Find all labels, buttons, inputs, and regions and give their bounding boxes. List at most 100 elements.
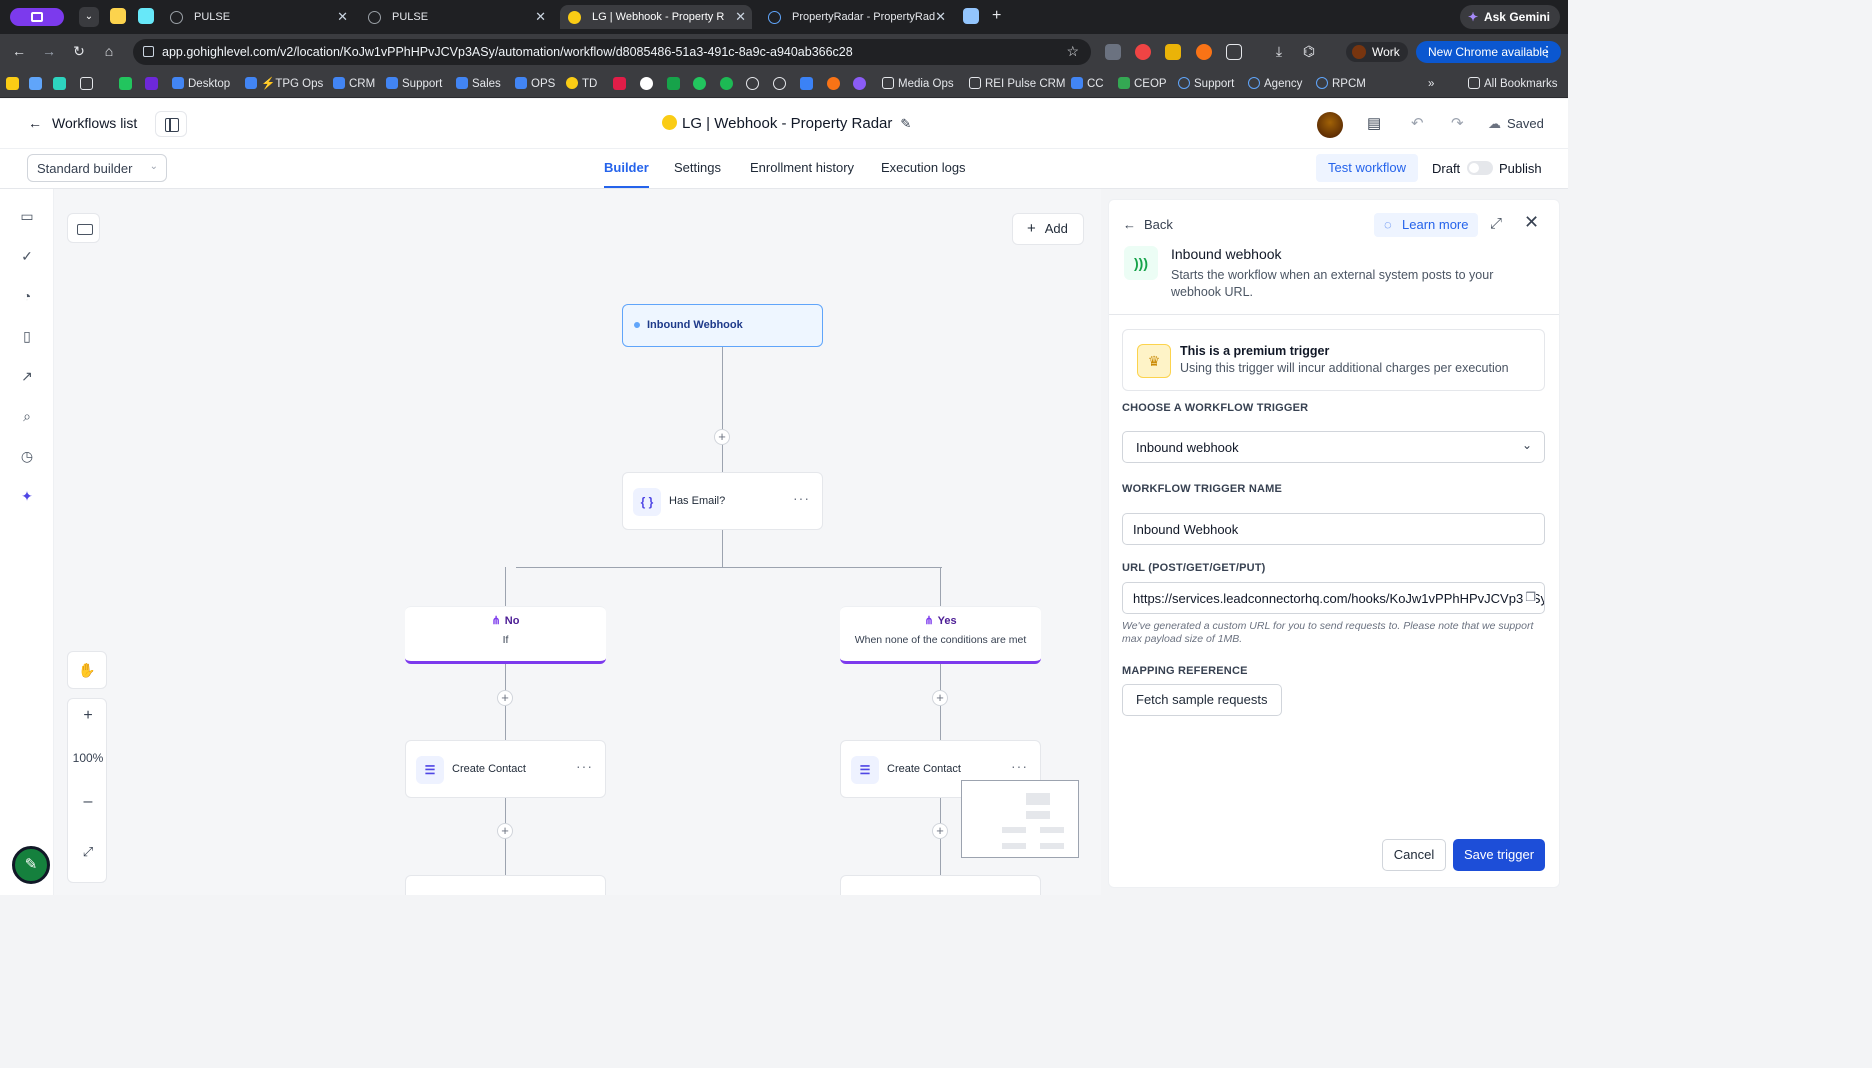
- canvas-minimap[interactable]: [961, 780, 1079, 858]
- bookmark-support[interactable]: Support: [386, 77, 442, 91]
- workflow-canvas[interactable]: +Add + + + + + Inbound Webhook { } Has E…: [54, 189, 1101, 895]
- bookmark-support-2[interactable]: Support: [1178, 77, 1234, 91]
- browser-tab[interactable]: PULSE ✕: [162, 5, 354, 29]
- slack-bookmark-icon[interactable]: [613, 77, 626, 90]
- action-node[interactable]: [840, 875, 1041, 895]
- home-icon[interactable]: ⌂: [104, 43, 114, 59]
- bookmark-desktop[interactable]: Desktop: [172, 77, 230, 91]
- download-icon[interactable]: ⤓: [1275, 43, 1283, 59]
- bookmark-crm[interactable]: CRM: [333, 77, 375, 91]
- browser-tab[interactable]: PropertyRadar - PropertyRad ✕: [760, 5, 952, 29]
- trigger-node[interactable]: Inbound Webhook: [622, 304, 823, 347]
- workflows-list-back-link[interactable]: ←Workflows list: [28, 115, 138, 131]
- bookmarks-overflow-icon[interactable]: »: [1428, 78, 1435, 90]
- bookmark-icon[interactable]: [145, 77, 158, 90]
- ask-gemini-button[interactable]: Ask Gemini: [1459, 5, 1560, 29]
- pinned-tab-app-icon[interactable]: [963, 8, 979, 24]
- panel-back-link[interactable]: ←Back: [1123, 217, 1173, 232]
- site-info-icon[interactable]: [143, 46, 154, 57]
- openai-bookmark-icon[interactable]: [773, 77, 786, 90]
- bookmark-td[interactable]: TD: [566, 77, 597, 91]
- add-button[interactable]: +Add: [1012, 213, 1084, 245]
- bookmark-star-icon[interactable]: ☆: [1066, 43, 1079, 59]
- branch-no[interactable]: ⋔No If: [405, 606, 606, 664]
- bookmark-icon[interactable]: [693, 77, 706, 90]
- more-options-icon[interactable]: ···: [793, 490, 810, 506]
- copy-icon[interactable]: ❐: [1523, 590, 1536, 604]
- tab-search-chevron-icon[interactable]: ⌄: [79, 7, 99, 27]
- yellow-extension-icon[interactable]: [1165, 44, 1181, 60]
- pinned-tab-app-icon[interactable]: [138, 8, 154, 24]
- bookmark-rpcm[interactable]: RPCM: [1316, 77, 1366, 91]
- add-step-plus-icon[interactable]: +: [932, 690, 948, 706]
- test-workflow-button[interactable]: Test workflow: [1316, 154, 1419, 182]
- add-step-plus-icon[interactable]: +: [932, 823, 948, 839]
- document-icon[interactable]: ▤: [1367, 115, 1382, 132]
- bookmark-icon[interactable]: [6, 77, 19, 90]
- pokeball-extension-icon[interactable]: [1135, 44, 1151, 60]
- bookmark-icon[interactable]: [29, 77, 42, 90]
- builder-mode-select[interactable]: Standard builder ⌄: [27, 154, 167, 182]
- sheets-bookmark-icon[interactable]: [119, 77, 132, 90]
- tab-settings[interactable]: Settings: [674, 160, 721, 175]
- bookmark-icon[interactable]: [800, 77, 813, 90]
- action-node-create-contact[interactable]: ☰ Create Contact ···: [405, 740, 606, 798]
- reload-icon[interactable]: ↻: [73, 43, 85, 59]
- browser-tab[interactable]: PULSE ✕: [360, 5, 552, 29]
- spotify-bookmark-icon[interactable]: [720, 77, 733, 90]
- profile-chip[interactable]: Work: [1346, 42, 1408, 62]
- publish-toggle[interactable]: [1467, 161, 1493, 175]
- fetch-sample-requests-button[interactable]: Fetch sample requests: [1122, 684, 1282, 716]
- history-icon[interactable]: ◷: [20, 448, 34, 464]
- play-bookmark-icon[interactable]: [746, 77, 759, 90]
- close-tab-icon[interactable]: ✕: [337, 9, 348, 24]
- apps-grid-icon[interactable]: [80, 77, 93, 90]
- zoom-out-icon[interactable]: –: [83, 793, 93, 810]
- undo-icon[interactable]: ↶: [1411, 115, 1424, 132]
- close-tab-icon[interactable]: ✕: [735, 9, 746, 24]
- learn-more-button[interactable]: Learn more: [1374, 213, 1479, 237]
- new-chrome-button[interactable]: New Chrome available: [1416, 41, 1561, 63]
- bookmark-cc[interactable]: CC: [1071, 77, 1104, 91]
- ai-sparkle-icon[interactable]: ✦: [21, 488, 33, 504]
- action-node[interactable]: [405, 875, 606, 895]
- add-step-plus-icon[interactable]: +: [714, 429, 730, 445]
- bookmark-icon[interactable]: [53, 77, 66, 90]
- close-tab-icon[interactable]: ✕: [535, 9, 546, 24]
- bookmark-icon[interactable]: [827, 77, 840, 90]
- bookmark-tpg-ops[interactable]: ⚡TPG Ops: [245, 77, 323, 91]
- expand-icon[interactable]: ⤢: [1490, 215, 1503, 232]
- browser-tab-active[interactable]: LG | Webhook - Property R ✕: [560, 5, 752, 29]
- pie-chart-icon[interactable]: ◔: [22, 288, 32, 304]
- forward-arrow-icon[interactable]: →: [42, 43, 56, 59]
- edit-pencil-icon[interactable]: ✎: [900, 116, 912, 131]
- google-bookmark-icon[interactable]: [640, 77, 653, 90]
- branch-yes[interactable]: ⋔Yes When none of the conditions are met: [840, 606, 1041, 664]
- bookmark-ceop[interactable]: CEOP: [1118, 77, 1167, 91]
- tab-builder[interactable]: Builder: [604, 160, 649, 188]
- search-icon[interactable]: ⌕: [23, 408, 31, 424]
- save-trigger-button[interactable]: Save trigger: [1453, 839, 1545, 871]
- new-tab-icon[interactable]: +: [992, 7, 1002, 24]
- action-node-create-contact[interactable]: ☰ Create Contact ···: [840, 740, 1041, 798]
- external-link-icon[interactable]: ↗: [21, 368, 33, 384]
- close-icon[interactable]: ✕: [1524, 212, 1540, 232]
- trigger-name-input[interactable]: Inbound Webhook: [1122, 513, 1545, 545]
- hand-pan-icon[interactable]: ✋: [67, 651, 107, 689]
- keyboard-shortcuts-icon[interactable]: [67, 213, 100, 243]
- file-icon[interactable]: ▯: [23, 328, 31, 344]
- cancel-button[interactable]: Cancel: [1382, 839, 1446, 871]
- back-arrow-icon[interactable]: ←: [12, 43, 26, 59]
- tab-execution-logs[interactable]: Execution logs: [881, 160, 966, 175]
- add-step-plus-icon[interactable]: +: [497, 690, 513, 706]
- tab-group-icon[interactable]: [10, 8, 64, 26]
- redo-icon[interactable]: ↷: [1451, 115, 1464, 132]
- more-options-icon[interactable]: ···: [576, 758, 593, 774]
- comment-icon[interactable]: ▭: [20, 208, 34, 224]
- sidebar-toggle-icon[interactable]: [155, 111, 187, 137]
- check-circle-icon[interactable]: ✓: [21, 248, 33, 264]
- bookmark-folder-rei-pulse-crm[interactable]: REI Pulse CRM: [969, 77, 1066, 91]
- user-avatar[interactable]: [1317, 112, 1343, 138]
- close-tab-icon[interactable]: ✕: [935, 9, 946, 24]
- zoom-in-icon[interactable]: +: [83, 707, 93, 724]
